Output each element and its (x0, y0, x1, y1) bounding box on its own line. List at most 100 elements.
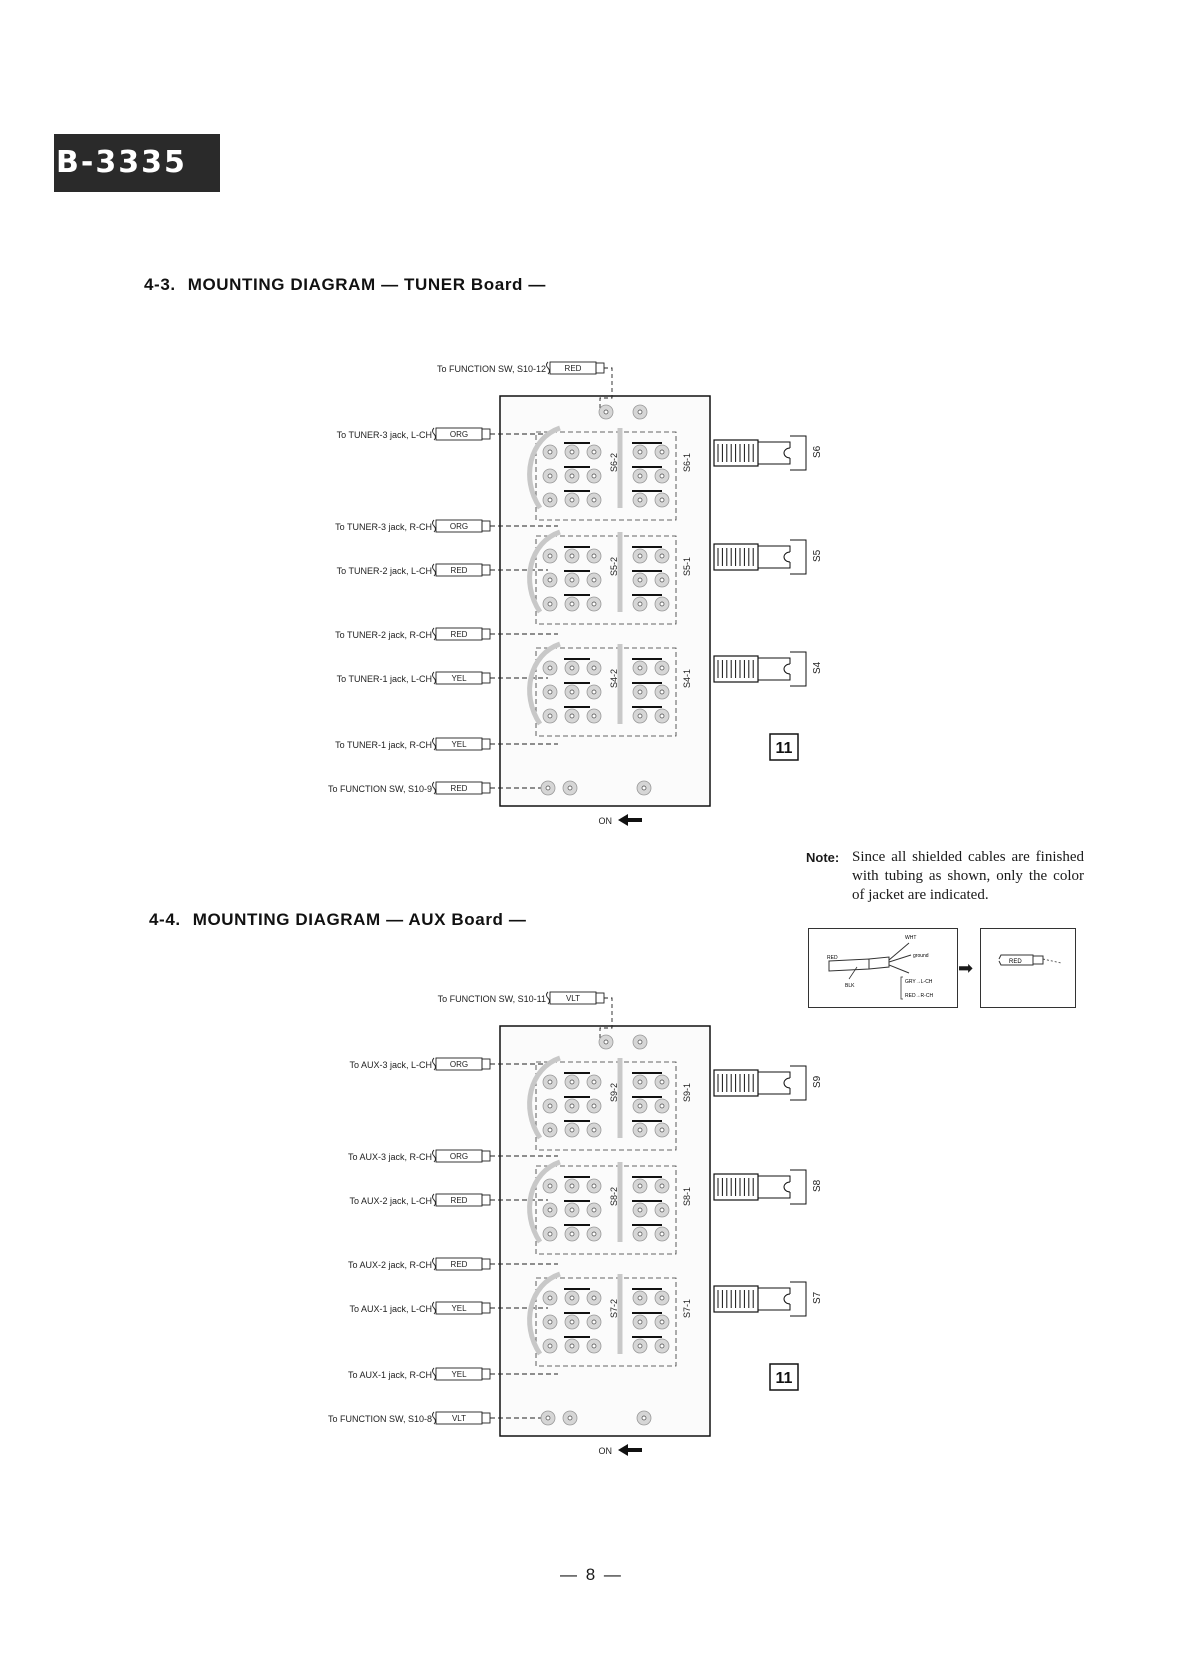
sw2-l-r2c2-hole (591, 601, 597, 607)
sw1-l-r0c2-hole (591, 1079, 597, 1085)
sw2-r-r1c0-hole (637, 577, 643, 583)
connection-2-label: To AUX-3 jack, R-CH (348, 1152, 432, 1162)
label-gry: GRY→L-CH (905, 979, 933, 985)
connection-2-label: To TUNER-3 jack, R-CH (335, 522, 432, 532)
sw3-l-r1c0-hole (547, 689, 553, 695)
sw2-l-r0c0-hole (547, 553, 553, 559)
sw3-l-r1c0-hole (547, 1319, 553, 1325)
direction-arrow-icon (618, 814, 642, 826)
board-number: 11 (776, 740, 793, 757)
connection-5-label: To AUX-1 jack, L-CH (349, 1304, 432, 1314)
connection-5-color: YEL (451, 1304, 467, 1313)
switch-frame-2 (790, 539, 807, 575)
section-label-b-2: S8-1 (682, 1187, 692, 1206)
leader-blk (848, 966, 858, 980)
top-wire (599, 997, 613, 1042)
sw1-r-r1c0-hole (637, 1103, 643, 1109)
connection-4-plug (481, 628, 491, 640)
sw1-l-r1c0-hole (547, 473, 553, 479)
bottom-pad-a-hole (545, 785, 551, 791)
sw1-r-r1c0-hole (637, 473, 643, 479)
connection-1-tag-curl (432, 427, 436, 441)
sw2-r-r0c0-hole (637, 553, 643, 559)
bottom-pad-a-hole (545, 1415, 551, 1421)
wire-ground (888, 954, 912, 963)
sw3-l-r2c1-hole (569, 713, 575, 719)
bottom-pad-c-hole (641, 785, 647, 791)
sw1-l-r1c0-hole (547, 1103, 553, 1109)
switch-label-2: S8 (812, 1179, 823, 1192)
connection-7-color: RED (451, 784, 468, 793)
connection-2-plug (481, 1150, 491, 1162)
section-label-b-2: S5-1 (682, 557, 692, 576)
connection-6-color: YEL (451, 740, 467, 749)
label-wht: WHT (905, 935, 916, 941)
trace-left-2 (527, 529, 561, 614)
sw3-l-r1c2-hole (591, 1319, 597, 1325)
switch-group-2 (535, 1165, 677, 1255)
sw3-r-r0c1-hole (659, 665, 665, 671)
finished-tubing (1033, 955, 1044, 965)
note-text: Since all shielded cables are finished w… (852, 849, 1084, 903)
section-label-b-1: S9-1 (682, 1083, 692, 1102)
connection-2-color: ORG (450, 1152, 468, 1161)
sw3-r-r0c1-hole (659, 1295, 665, 1301)
section-label-a-2: S5-2 (609, 557, 619, 576)
switch-hook-3 (783, 663, 791, 675)
trace-left-3 (527, 641, 561, 726)
sw2-l-r2c1-hole (569, 1231, 575, 1237)
section-heading: MOUNTING DIAGRAM — TUNER Board — (187, 275, 546, 294)
sw1-r-r2c1-hole (659, 497, 665, 503)
connection-5-tag-curl (432, 671, 436, 685)
sw2-l-r0c2-hole (591, 553, 597, 559)
sw3-l-r0c1-hole (569, 1295, 575, 1301)
connection-4-label: To TUNER-2 jack, R-CH (335, 630, 432, 640)
sw3-l-r2c2-hole (591, 1343, 597, 1349)
section-label-a-2: S8-2 (609, 1187, 619, 1206)
connection-3-color: RED (451, 566, 468, 575)
sw1-r-r0c1-hole (659, 1079, 665, 1085)
switch-lever-1 (758, 441, 791, 465)
finished-cable-illustration: RED (998, 954, 1062, 966)
sw2-l-r1c1-hole (569, 577, 575, 583)
top-pad-b-hole (637, 1039, 643, 1045)
connection-5-label: To TUNER-1 jack, L-CH (337, 674, 432, 684)
switch-lever-2 (758, 545, 791, 569)
shielded-cable-note: Note: Since all shielded cables are fini… (806, 848, 1084, 905)
connection-3-label: To TUNER-2 jack, L-CH (337, 566, 432, 576)
bottom-pad-c-hole (641, 1415, 647, 1421)
sw3-r-r1c0-hole (637, 689, 643, 695)
top-connection-tag-curl (546, 361, 550, 375)
sw2-l-r1c0-hole (547, 1207, 553, 1213)
connection-2-tag-curl (432, 1149, 436, 1163)
connection-2-plug (481, 520, 491, 532)
section-label-a-1: S6-2 (609, 453, 619, 472)
sw1-l-r0c1-hole (569, 1079, 575, 1085)
sw3-r-r2c0-hole (637, 713, 643, 719)
connection-7-plug (481, 1412, 491, 1424)
section-label-a-3: S7-2 (609, 1299, 619, 1318)
connection-3-tag-curl (432, 1193, 436, 1207)
top-connection-plug (595, 992, 605, 1004)
note-label: Note: (806, 850, 840, 865)
switch-frame-3 (790, 651, 807, 687)
switch-group-1 (535, 431, 677, 521)
finished-cable (998, 954, 1034, 966)
wire-signal (888, 964, 910, 974)
top-connection-plug (595, 362, 605, 374)
switch-hook-2 (783, 1181, 791, 1193)
sw1-r-r0c0-hole (637, 449, 643, 455)
sw1-l-r0c0-hole (547, 1079, 553, 1085)
switch-lever-3 (758, 657, 791, 681)
top-pad-a-hole (603, 1039, 609, 1045)
sw2-l-r1c1-hole (569, 1207, 575, 1213)
label-red: RED (827, 955, 838, 961)
connection-3-plug (481, 564, 491, 576)
trace-left-3 (527, 1271, 561, 1356)
sw1-l-r1c2-hole (591, 473, 597, 479)
top-pad-b-hole (637, 409, 643, 415)
connection-4-plug (481, 1258, 491, 1270)
cable-tubing (868, 956, 890, 970)
connection-4-color: RED (451, 1260, 468, 1269)
top-pad-a-hole (603, 409, 609, 415)
